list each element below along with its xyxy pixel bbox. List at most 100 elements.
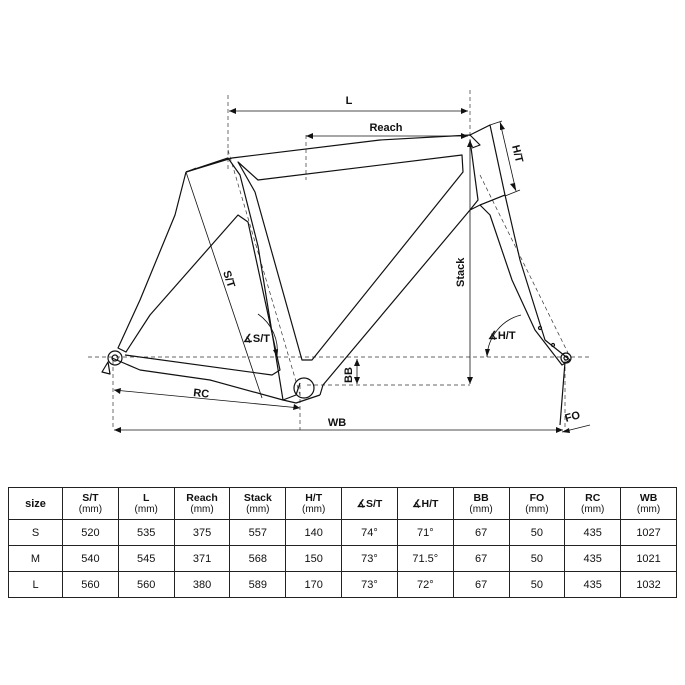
header-unit: (mm) xyxy=(636,503,661,515)
top-tube xyxy=(185,134,481,173)
header-label: FO xyxy=(529,491,545,504)
header-unit: (mm) xyxy=(190,503,214,515)
dim-reach: Reach xyxy=(306,122,468,139)
dim-fo: FO xyxy=(561,409,591,433)
table-cell: 540 xyxy=(62,545,119,572)
header-unit: (mm) xyxy=(581,503,605,515)
header-label: WB xyxy=(639,491,658,504)
label-wb: WB xyxy=(328,417,346,429)
table-cell: 371 xyxy=(173,545,231,572)
seat-tube-inner xyxy=(237,154,464,361)
dim-ht: H/T xyxy=(489,120,525,197)
header-col: ∡S/T xyxy=(341,487,398,520)
table-cell: 560 xyxy=(117,571,175,598)
header-col: Stack(mm) xyxy=(229,487,287,520)
table-row: M 540 545 371 568 150 73° 71.5° 67 50 43… xyxy=(8,545,677,572)
table-cell: 560 xyxy=(62,571,119,598)
table-cell: 545 xyxy=(117,545,175,572)
dim-st: S/T xyxy=(185,167,263,399)
header-label: S/T xyxy=(82,491,99,504)
rear-dropout xyxy=(107,350,123,366)
label-bb: BB xyxy=(343,367,355,383)
header-label: Stack xyxy=(243,491,272,504)
header-label: ∡H/T xyxy=(412,497,439,510)
table-cell: 1027 xyxy=(620,519,677,546)
chain-stay xyxy=(111,357,321,404)
header-unit: (mm) xyxy=(78,503,103,515)
header-unit: (mm) xyxy=(246,503,270,515)
geometry-table: size S/T(mm) L(mm) Reach(mm) Stack(mm) H… xyxy=(8,487,677,598)
label-st-angle: ∡S/T xyxy=(243,333,270,345)
table-cell: 520 xyxy=(62,519,119,546)
header-unit: (mm) xyxy=(301,503,326,515)
header-unit: (mm) xyxy=(525,503,549,515)
header-size: size xyxy=(8,487,63,520)
table-cell: 150 xyxy=(285,545,343,572)
header-unit: (mm) xyxy=(469,503,493,515)
header-label: L xyxy=(143,491,150,504)
header-label: ∡S/T xyxy=(356,497,383,510)
bottom-bracket xyxy=(293,377,315,399)
header-col: H/T(mm) xyxy=(285,487,343,520)
table-cell: 50 xyxy=(508,545,566,572)
table-cell: 71° xyxy=(396,519,454,546)
seat-stay xyxy=(117,171,281,376)
label-reach: Reach xyxy=(369,122,402,134)
table-row: S 520 535 375 557 140 74° 71° 67 50 435 … xyxy=(8,519,677,546)
table-cell: 50 xyxy=(508,519,566,546)
label-rc: RC xyxy=(193,387,210,401)
header-col: S/T(mm) xyxy=(62,487,119,520)
table-cell: 375 xyxy=(173,519,231,546)
header-col: WB(mm) xyxy=(620,487,677,520)
table-cell: 535 xyxy=(117,519,175,546)
reference-lines xyxy=(88,90,590,432)
header-col: ∡H/T xyxy=(396,487,454,520)
dim-wb: WB xyxy=(114,417,563,433)
dim-bb: BB xyxy=(343,359,360,384)
table-cell: 557 xyxy=(229,519,287,546)
label-fo: FO xyxy=(564,409,582,425)
label-stack: Stack xyxy=(455,257,467,287)
header-col: BB(mm) xyxy=(452,487,510,520)
table-cell: 140 xyxy=(285,519,343,546)
table-cell: 74° xyxy=(341,519,398,546)
table-cell: 568 xyxy=(229,545,287,572)
dim-L: L xyxy=(229,95,468,114)
header-col: FO(mm) xyxy=(508,487,566,520)
table-row: L 560 560 380 589 170 73° 72° 67 50 435 … xyxy=(8,571,677,598)
header-label: H/T xyxy=(305,491,323,504)
table-cell: 435 xyxy=(564,545,622,572)
seat-tube xyxy=(185,157,301,401)
dim-stack: Stack xyxy=(455,140,473,384)
table-cell: 50 xyxy=(508,571,566,598)
table-header-row: size S/T(mm) L(mm) Reach(mm) Stack(mm) H… xyxy=(8,487,677,520)
size-cell: L xyxy=(8,571,63,598)
header-label: RC xyxy=(585,491,601,504)
label-L: L xyxy=(346,95,353,107)
front-axle xyxy=(560,352,572,364)
header-unit: (mm) xyxy=(134,503,158,515)
header-label: Reach xyxy=(186,491,218,504)
angle-st: ∡S/T xyxy=(243,313,278,358)
table-cell: 73° xyxy=(341,571,398,598)
table-cell: 435 xyxy=(564,519,622,546)
size-cell: M xyxy=(8,545,63,572)
table-cell: 72° xyxy=(396,571,454,598)
table-cell: 589 xyxy=(229,571,287,598)
table-cell: 71.5° xyxy=(396,545,454,572)
header-col: Reach(mm) xyxy=(173,487,231,520)
label-ht: H/T xyxy=(509,144,525,164)
table-cell: 1032 xyxy=(620,571,677,598)
table-cell: 73° xyxy=(341,545,398,572)
label-ht-angle: ∡H/T xyxy=(488,330,516,342)
frame-geometry-diagram: L Reach H/T S/T ∡S/T Stack ∡H/T xyxy=(88,90,591,433)
table-cell: 1021 xyxy=(620,545,677,572)
size-cell: S xyxy=(8,519,63,546)
table-cell: 380 xyxy=(173,571,231,598)
table-cell: 67 xyxy=(452,545,510,572)
table-cell: 435 xyxy=(564,571,622,598)
header-label: BB xyxy=(473,491,489,504)
dim-rc: RC xyxy=(113,387,301,410)
header-col: L(mm) xyxy=(117,487,175,520)
table-cell: 67 xyxy=(452,519,510,546)
